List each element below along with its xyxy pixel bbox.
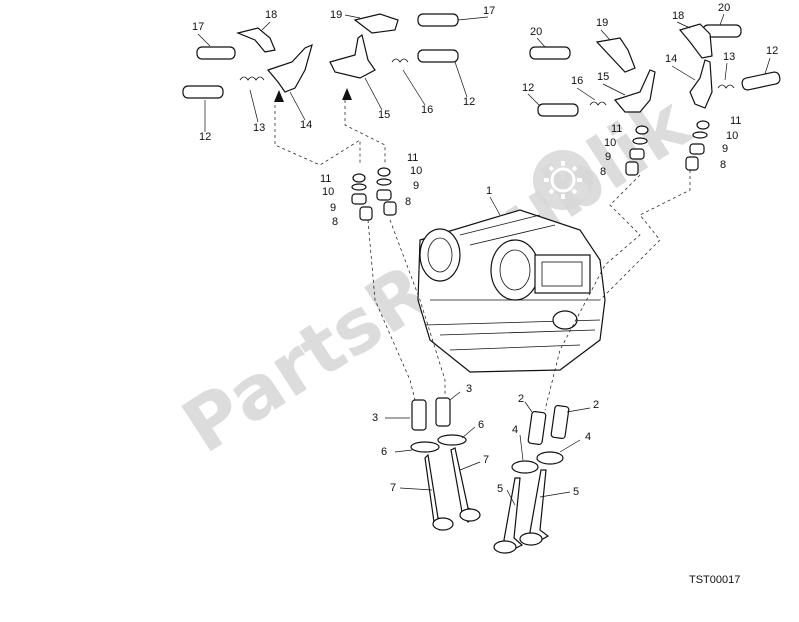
valve-7-right xyxy=(450,447,480,523)
callout-8: 8 xyxy=(405,196,411,208)
valve-cap-stacks xyxy=(351,120,710,221)
callout-12: 12 xyxy=(199,131,211,143)
callout-4: 4 xyxy=(585,431,591,443)
valves-left xyxy=(410,397,481,531)
callout-12: 12 xyxy=(463,96,475,108)
callout-13: 13 xyxy=(723,51,735,63)
callout-10: 10 xyxy=(604,137,616,149)
callout-18: 18 xyxy=(265,9,277,21)
callout-10: 10 xyxy=(322,186,334,198)
callout-10: 10 xyxy=(726,130,738,142)
callout-11: 11 xyxy=(730,115,741,127)
callout-16: 16 xyxy=(571,75,583,87)
callout-11: 11 xyxy=(611,123,622,135)
spring-16-left xyxy=(391,58,409,63)
callout-2: 2 xyxy=(518,393,524,405)
callout-15: 15 xyxy=(597,71,609,83)
shaft-12-right-b xyxy=(741,71,781,91)
callout-9: 9 xyxy=(605,151,611,163)
callout-19: 19 xyxy=(596,17,608,29)
guide-3-right xyxy=(435,397,451,427)
washer-6-right xyxy=(437,434,467,446)
rocker-19-right xyxy=(595,37,636,73)
guide-2-right xyxy=(550,404,570,440)
shaft-12-left xyxy=(182,85,224,99)
washer-6-left xyxy=(410,441,440,453)
shaft-17-mid xyxy=(417,13,459,27)
callout-9: 9 xyxy=(413,180,419,192)
rocker-19-left xyxy=(353,13,399,34)
upper-callout-leaders xyxy=(197,13,771,132)
drawing-code: TST00017 xyxy=(689,574,740,586)
callout-12: 12 xyxy=(766,45,778,57)
rocker-18-left xyxy=(236,27,276,53)
callout-8: 8 xyxy=(332,216,338,228)
guide-3-left xyxy=(411,399,427,431)
callout-2: 2 xyxy=(593,399,599,411)
callout-14: 14 xyxy=(300,119,312,131)
callout-labels: 1 2 2 3 3 4 4 5 5 6 6 7 7 8 8 8 8 9 9 9 … xyxy=(192,2,778,498)
washer-4-right xyxy=(536,451,564,465)
callout-3: 3 xyxy=(466,383,472,395)
shaft-12-mid xyxy=(417,49,459,63)
watermark-gear-icon xyxy=(533,150,593,210)
callout-5: 5 xyxy=(573,486,579,498)
rocker-18-right xyxy=(678,23,713,59)
callout-13: 13 xyxy=(253,122,265,134)
callout-8: 8 xyxy=(600,166,606,178)
callout-14: 14 xyxy=(665,53,677,65)
rocker-14 xyxy=(266,43,313,93)
callout-18: 18 xyxy=(672,10,684,22)
callout-19: 19 xyxy=(330,9,342,21)
callout-8: 8 xyxy=(720,159,726,171)
valves-right xyxy=(493,404,570,554)
spring-13-left xyxy=(239,76,265,81)
callout-10: 10 xyxy=(410,165,422,177)
callout-leaders xyxy=(385,196,591,506)
callout-4: 4 xyxy=(512,424,518,436)
shaft-17-left xyxy=(196,46,236,60)
callout-6: 6 xyxy=(381,446,387,458)
right-rocker-assembly xyxy=(529,23,781,117)
callout-7: 7 xyxy=(390,482,396,494)
shaft-12-right-a xyxy=(537,103,579,117)
callout-7: 7 xyxy=(483,454,489,466)
callout-12: 12 xyxy=(522,82,534,94)
assembly-leader-lines xyxy=(274,100,691,411)
callout-1: 1 xyxy=(486,185,492,197)
callout-5: 5 xyxy=(497,483,503,495)
callout-11: 11 xyxy=(407,152,418,164)
cylinder-head xyxy=(417,209,606,373)
spring-16-right xyxy=(589,101,607,106)
spring-13-right xyxy=(717,84,735,89)
callout-9: 9 xyxy=(722,143,728,155)
callout-17: 17 xyxy=(192,21,204,33)
rocker-15-right xyxy=(613,69,656,113)
rocker-15 xyxy=(329,33,376,79)
callout-6: 6 xyxy=(478,419,484,431)
callout-9: 9 xyxy=(330,202,336,214)
callout-15: 15 xyxy=(378,109,390,121)
callout-17: 17 xyxy=(483,5,495,17)
left-rocker-assembly xyxy=(182,13,459,99)
rocker-14-right xyxy=(689,59,713,109)
shaft-20-left xyxy=(529,46,571,60)
washer-4-left xyxy=(511,460,539,474)
callout-20: 20 xyxy=(718,2,730,14)
callout-16: 16 xyxy=(421,104,433,116)
callout-3: 3 xyxy=(372,412,378,424)
callout-20: 20 xyxy=(530,26,542,38)
arrow-up-icon-right xyxy=(342,88,352,100)
callout-11: 11 xyxy=(320,173,331,185)
guide-2-left xyxy=(527,410,547,446)
arrow-up-icon-left xyxy=(274,90,284,102)
